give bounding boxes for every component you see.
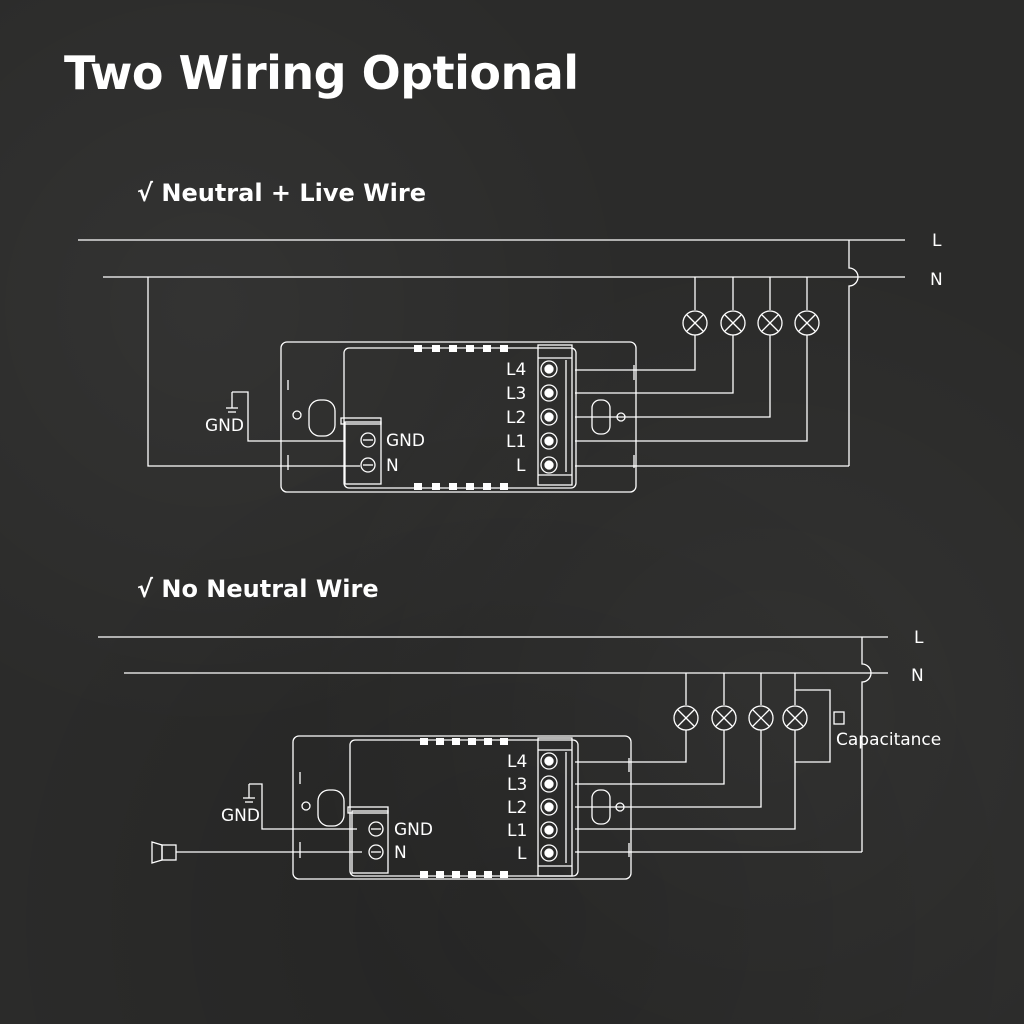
- neutral-line-label: N: [911, 666, 924, 686]
- wire-crossover: [861, 637, 872, 852]
- ground-symbol-icon: [243, 783, 357, 830]
- diagram-neutral-live: L N: [78, 231, 943, 493]
- lamps: [575, 277, 820, 442]
- ground-symbol-icon: [226, 391, 345, 442]
- module-pins-top: [420, 738, 508, 878]
- terminal-block-left: [347, 806, 389, 874]
- terminal-block-right: [537, 737, 573, 877]
- section-heading-no-neutral: √ No Neutral Wire: [137, 575, 379, 603]
- lamp-icon: [575, 673, 737, 785]
- terminal-block-left: [340, 417, 382, 485]
- terminal-label-l3: L3: [507, 775, 527, 795]
- load-symbol-icon: [151, 841, 362, 864]
- lamp-icon: [575, 277, 746, 394]
- terminal-label-l: L: [516, 456, 526, 476]
- lamp-icon: [575, 673, 774, 808]
- terminal-label-n: N: [386, 456, 399, 476]
- neutral-drop-wire: [147, 277, 360, 467]
- terminal-label-l: L: [517, 844, 527, 864]
- terminal-label-gnd: GND: [386, 431, 425, 451]
- terminal-label-l3: L3: [506, 384, 526, 404]
- terminal-label-n: N: [394, 843, 407, 863]
- section-heading-neutral-live: √ Neutral + Live Wire: [137, 179, 426, 207]
- lamp-icon: [575, 673, 699, 763]
- lamp-icon: [575, 277, 708, 371]
- module-pins-top: [414, 345, 508, 490]
- terminal-label-l1: L1: [507, 821, 527, 841]
- switch-module: [292, 735, 632, 880]
- terminal-label-gnd: GND: [394, 820, 433, 840]
- lamp-icon: [575, 277, 783, 418]
- terminal-label-l4: L4: [507, 752, 527, 772]
- capacitance-label: Capacitance: [836, 730, 941, 750]
- ground-label: GND: [221, 806, 260, 826]
- page-title: Two Wiring Optional: [64, 46, 579, 100]
- live-line-label: L: [932, 231, 942, 251]
- neutral-line-label: N: [930, 270, 943, 290]
- live-line-label: L: [914, 628, 924, 648]
- wire-crossover: [848, 240, 859, 466]
- lamps: [575, 673, 808, 830]
- switch-module: [280, 341, 637, 493]
- ground-label: GND: [205, 416, 244, 436]
- terminal-label-l1: L1: [506, 432, 526, 452]
- capacitor-icon: [795, 689, 845, 763]
- diagram-no-neutral: L N: [98, 628, 941, 880]
- terminal-label-l2: L2: [506, 408, 526, 428]
- lamp-icon: [575, 277, 820, 442]
- terminal-label-l2: L2: [507, 798, 527, 818]
- terminal-block-right: [537, 344, 573, 486]
- terminal-label-l4: L4: [506, 360, 526, 380]
- lamp-icon: [575, 673, 808, 830]
